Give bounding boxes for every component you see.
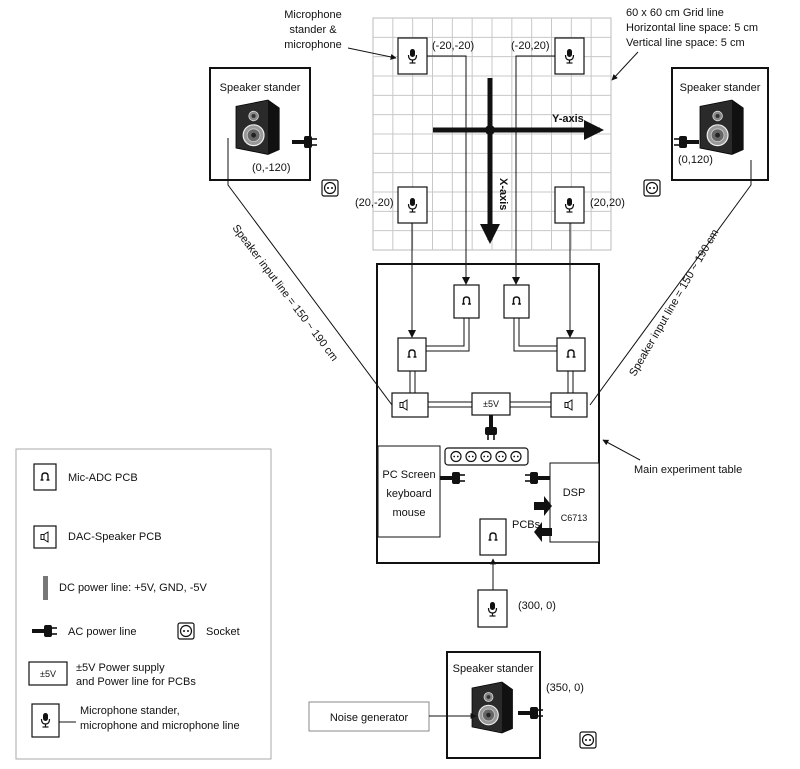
- dc-power-lines: [409, 318, 574, 408]
- ac-plug-icon: [523, 470, 552, 486]
- loudspeaker-icon: [699, 99, 744, 156]
- pc-label-line1: PC Screen: [382, 469, 435, 481]
- pcb-connection-arrows: [534, 496, 552, 542]
- legend-psu-box: ±5V: [40, 669, 56, 679]
- noise-generator-label: Noise generator: [330, 712, 409, 724]
- mic-caption-arrow: [347, 47, 397, 60]
- mic-caption-line1: Microphone: [284, 9, 341, 21]
- mic-bottom-center: [477, 589, 508, 628]
- dac-speaker-pcb: [391, 392, 429, 418]
- speaker-left-title: Speaker stander: [220, 82, 301, 94]
- main-table-callout-arrow: [602, 439, 641, 461]
- ac-plug-icon: [483, 413, 499, 442]
- legend-mic-adc: Mic-ADC PCB: [68, 472, 138, 484]
- power-supply-label: ±5V: [483, 399, 499, 409]
- mic-caption-line3: microphone: [284, 39, 341, 51]
- mic-bottom-right-coord: (20,20): [590, 197, 625, 209]
- grid-callout-arrow: [611, 51, 639, 81]
- socket-icon: [579, 731, 597, 749]
- mic-adc-pcb: [556, 337, 586, 372]
- y-axis-label: Y-axis: [552, 113, 584, 125]
- legend-dc-line-symbol: [43, 576, 48, 600]
- main-experiment-table: [376, 263, 600, 564]
- legend-psu-line2: and Power line for PCBs: [76, 676, 196, 688]
- speaker-right-title: Speaker stander: [680, 82, 761, 94]
- loudspeaker-icon: [235, 99, 280, 156]
- legend-dac-speaker-symbol: [33, 525, 57, 549]
- legend-microphone-line1: Microphone stander,: [80, 705, 180, 717]
- legend-socket-icon: [177, 622, 195, 640]
- mic-caption-line2: stander &: [289, 24, 337, 36]
- speaker-stander-bottom: Speaker stander: [446, 651, 541, 759]
- pc-label-line3: mouse: [392, 507, 425, 519]
- dsp-model: C6713: [561, 513, 588, 523]
- legend-ac-line: AC power line: [68, 626, 136, 638]
- mic-top-right-coord: (-20,20): [511, 40, 550, 52]
- grid-vertical-space: Vertical line space: 5 cm: [626, 37, 745, 49]
- mic-top-left: [397, 37, 428, 75]
- dsp-label: DSP: [563, 487, 586, 499]
- speaker-right-coord: (0,120): [678, 154, 713, 166]
- dsp-box: [549, 462, 600, 543]
- mic-bottom-coord: (300, 0): [518, 600, 556, 612]
- speaker-line-right-label: Speaker input line = 150 ~ 190 cm: [627, 227, 721, 378]
- mic-top-left-coord: (-20,-20): [432, 40, 474, 52]
- grid-title: 60 x 60 cm Grid line: [626, 7, 724, 19]
- legend-microphone-line2: microphone and microphone line: [80, 720, 240, 732]
- socket-icon: [321, 179, 339, 197]
- loudspeaker-icon: [471, 681, 514, 734]
- noise-generator-box: [308, 701, 430, 732]
- mic-bottom-left-coord: (20,-20): [355, 197, 394, 209]
- speaker-stander-right: Speaker stander (0,120): [671, 67, 769, 181]
- mic-adc-pcb: [503, 284, 530, 319]
- mic-top-right: [554, 37, 585, 75]
- grid-horizontal-space: Horizontal line space: 5 cm: [626, 22, 758, 34]
- main-table-label: Main experiment table: [634, 464, 742, 476]
- speaker-left-coord: (0,-120): [252, 162, 291, 174]
- speaker-line-left-label: Speaker input line = 150 ~ 190 cm: [230, 223, 340, 364]
- pcbs-label: PCBs: [512, 519, 541, 531]
- legend-dc-line: DC power line: +5V, GND, -5V: [59, 582, 208, 594]
- socket-icon: [643, 179, 661, 197]
- mic-adc-pcb: [397, 337, 427, 372]
- legend-socket: Socket: [206, 626, 240, 638]
- speaker-bottom-coord: (350, 0): [546, 682, 584, 694]
- legend-microphone-symbol: [31, 703, 60, 738]
- legend: Mic-ADC PCB DAC-Speaker PCB DC power lin…: [15, 448, 272, 760]
- speaker-bottom-title: Speaker stander: [453, 663, 534, 675]
- speaker-input-lines: [227, 138, 752, 406]
- pc-label-line2: keyboard: [386, 488, 431, 500]
- pc-box: [377, 445, 441, 538]
- ac-plug-icon: [438, 470, 467, 486]
- speaker-stander-left: Speaker stander (0,-120): [209, 67, 311, 181]
- origin-point: [485, 125, 495, 135]
- x-axis-label: X-axis: [497, 178, 509, 210]
- legend-psu-line1: ±5V Power supply: [76, 662, 165, 674]
- mic-adc-pcb: [479, 518, 507, 556]
- mic-bottom-right: [554, 186, 585, 224]
- microphone-lines: [411, 55, 571, 336]
- legend-dac-speaker: DAC-Speaker PCB: [68, 531, 162, 543]
- legend-mic-adc-symbol: [33, 463, 57, 491]
- legend-psu-symbol: [28, 661, 68, 686]
- mic-adc-pcb: [453, 284, 480, 319]
- dac-speaker-pcb: [550, 392, 588, 418]
- power-strip: [444, 447, 529, 466]
- mic-bottom-left: [397, 186, 428, 224]
